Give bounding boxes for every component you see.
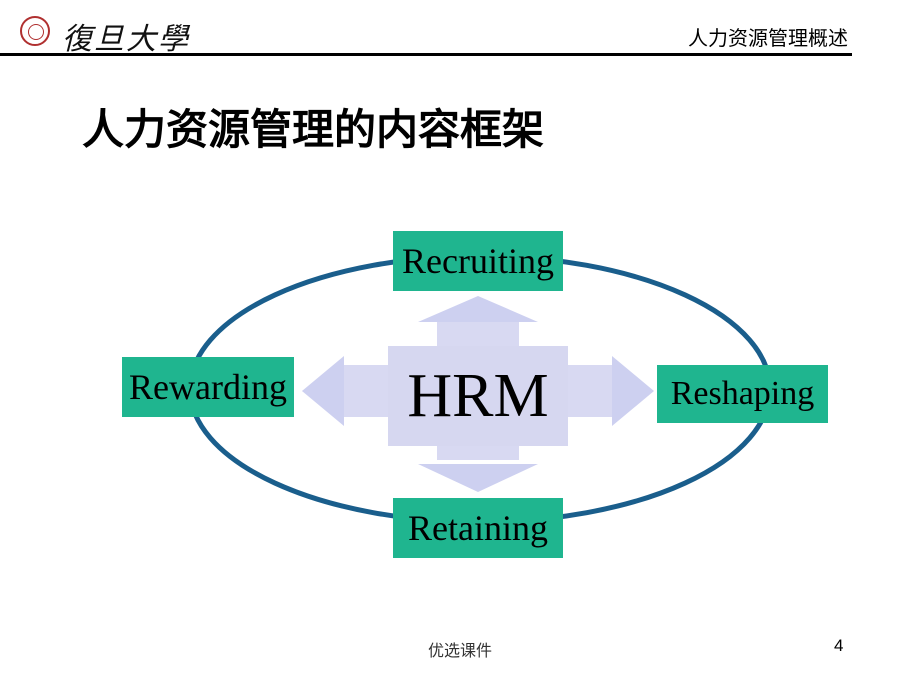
footer-text: 优选课件 bbox=[427, 641, 492, 660]
header: 復旦大學 人力资源管理概述 bbox=[0, 0, 920, 57]
node-bottom-label: Retaining bbox=[408, 508, 548, 548]
node-left-box: Rewarding bbox=[122, 357, 294, 417]
university-logo-text: 復旦大學 bbox=[62, 22, 190, 57]
node-right-label: Reshaping bbox=[670, 375, 815, 412]
university-seal-icon bbox=[20, 16, 50, 46]
node-bottom-box: Retaining bbox=[393, 498, 563, 558]
arrow-down-icon bbox=[418, 464, 538, 492]
header-title: 人力资源管理概述 bbox=[688, 26, 848, 50]
cross-center bbox=[388, 346, 568, 446]
hrm-center-label: HRM bbox=[407, 361, 549, 430]
node-right-box: Reshaping bbox=[657, 365, 828, 423]
page-title: 人力资源管理的内容框架 bbox=[82, 105, 545, 154]
node-top-label: Recruiting bbox=[402, 241, 554, 281]
arrow-up-icon bbox=[418, 296, 538, 322]
hrm-cross bbox=[302, 296, 654, 492]
header-divider bbox=[0, 53, 852, 56]
page-number: 4 bbox=[834, 636, 844, 655]
node-left-label: Rewarding bbox=[129, 367, 287, 407]
node-top-box: Recruiting bbox=[393, 231, 563, 291]
arrow-left-head bbox=[302, 356, 344, 426]
arrow-right-icon bbox=[612, 356, 654, 426]
